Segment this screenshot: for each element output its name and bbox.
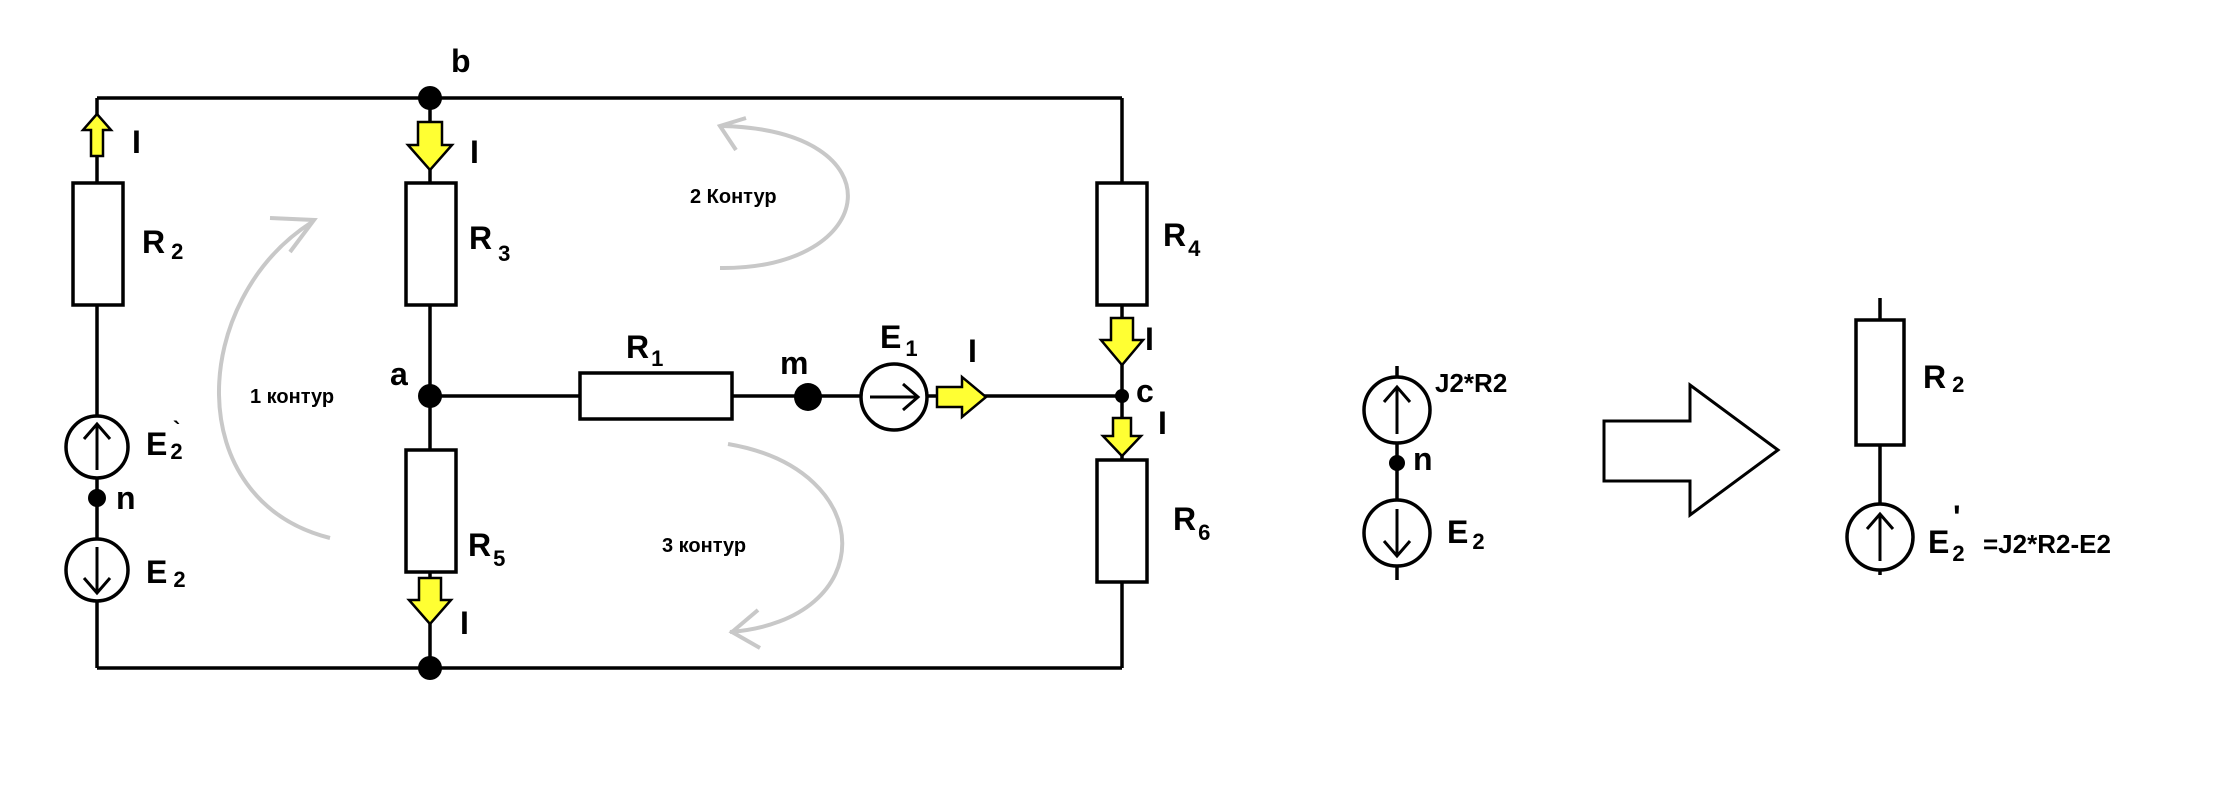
current-arrow-r4 bbox=[1098, 316, 1146, 367]
current-label-r2: I bbox=[132, 124, 141, 160]
resistor-r3 bbox=[404, 181, 458, 307]
loop-1-arrow bbox=[217, 216, 331, 540]
source-e2-lower bbox=[64, 537, 130, 603]
current-label-r3: I bbox=[470, 134, 479, 170]
resistor-r1 bbox=[578, 371, 734, 421]
node-a-dot bbox=[418, 384, 442, 408]
resistor-r4 bbox=[1095, 181, 1149, 307]
source-e2-middle bbox=[1362, 498, 1432, 568]
node-bottom-dot bbox=[418, 656, 442, 680]
equivalent-prime-mark: ' bbox=[1953, 499, 1961, 535]
transform-arrow bbox=[1602, 382, 1781, 518]
j2r2-label: J2*R2 bbox=[1435, 368, 1507, 398]
r4-label: R4 bbox=[1163, 217, 1201, 261]
middle-node-n-dot bbox=[1389, 455, 1405, 471]
loop-2-label: 2 Контур bbox=[690, 186, 777, 208]
node-a-label: a bbox=[390, 356, 408, 392]
current-label-e1: I bbox=[968, 333, 977, 369]
r1-label: R1 bbox=[626, 329, 663, 371]
equivalent-source-e2-prime bbox=[1845, 502, 1915, 572]
loop-3-label: 3 контур bbox=[662, 535, 746, 557]
current-label-r6: I bbox=[1158, 405, 1167, 441]
resistor-r5 bbox=[404, 448, 458, 574]
resistor-r2 bbox=[71, 181, 125, 307]
equivalent-resistor-r2 bbox=[1854, 318, 1906, 447]
current-arrow-r6 bbox=[1100, 416, 1144, 458]
e2-upper-mark: ` bbox=[173, 417, 180, 442]
resistor-r6 bbox=[1095, 458, 1149, 584]
node-c-dot bbox=[1115, 389, 1129, 403]
loop-3-arrow bbox=[727, 442, 845, 650]
node-b-label: b bbox=[451, 43, 471, 79]
current-arrow-e1 bbox=[935, 374, 988, 420]
source-e2-upper bbox=[64, 414, 130, 480]
current-arrow-r2 bbox=[80, 112, 114, 158]
node-m-label: m bbox=[780, 345, 808, 381]
node-m-dot bbox=[794, 383, 822, 411]
middle-node-n-label: n bbox=[1413, 441, 1433, 477]
loop-2-arrow bbox=[716, 116, 850, 271]
node-c-label: c bbox=[1136, 373, 1154, 409]
source-j2r2 bbox=[1362, 375, 1432, 445]
node-n-dot bbox=[88, 489, 106, 507]
node-n-label: n bbox=[116, 480, 136, 516]
current-label-r4: I bbox=[1145, 321, 1154, 357]
r6-label: R6 bbox=[1173, 501, 1210, 545]
current-label-r5: I bbox=[460, 605, 469, 641]
current-arrow-r5 bbox=[406, 576, 454, 626]
r5-label: R5 bbox=[468, 527, 505, 571]
node-b-dot bbox=[418, 86, 442, 110]
current-arrow-r3 bbox=[405, 120, 455, 172]
equivalent-formula: =J2*R2-E2 bbox=[1983, 529, 2111, 559]
loop-1-label: 1 контур bbox=[250, 386, 334, 408]
source-e1 bbox=[859, 362, 929, 432]
